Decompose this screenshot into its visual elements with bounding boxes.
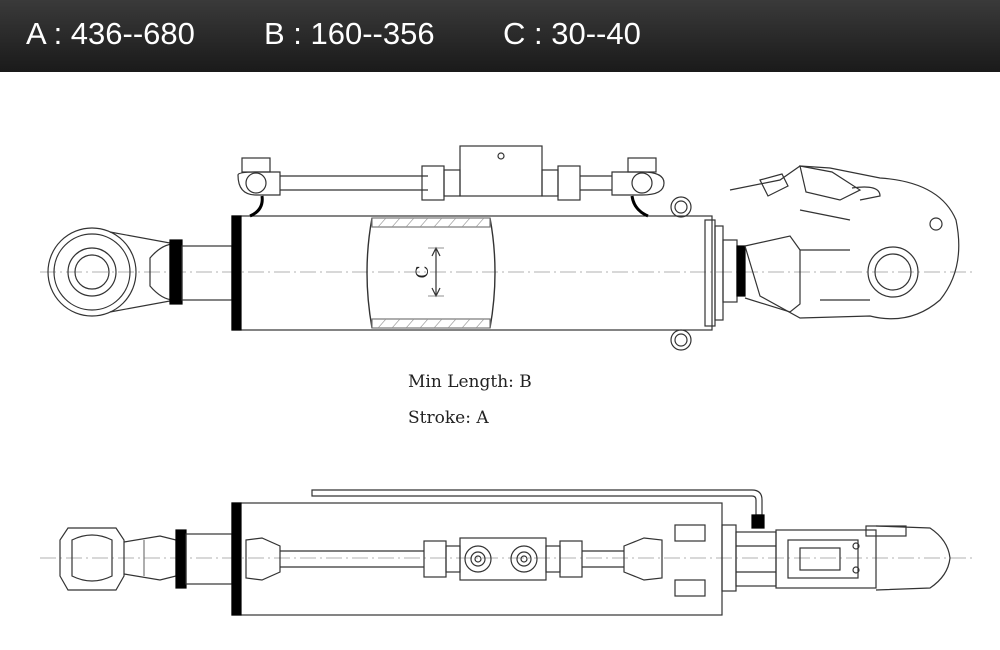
spec-c-range: C : 30--40	[503, 16, 641, 51]
barrel-end-cap-left	[231, 215, 242, 331]
left-ball-end	[59, 527, 177, 591]
dimension-c-label: C	[413, 265, 433, 278]
bottom-end-cap-left	[231, 502, 242, 616]
cutaway-right	[489, 217, 496, 329]
left-seal	[169, 239, 183, 305]
right-seal	[736, 245, 746, 297]
left-eye-end	[47, 227, 175, 317]
bottom-right-hook	[736, 525, 951, 591]
min-length-note: Min Length: B	[408, 372, 532, 392]
right-hook-end	[729, 165, 960, 320]
top-barrel	[231, 215, 713, 331]
spec-b-range: B : 160--356	[264, 16, 435, 51]
spec-header: A : 436--680 B : 160--356 C : 30--40	[0, 0, 1000, 72]
stroke-note: Stroke: A	[408, 408, 489, 428]
cutaway-left	[366, 217, 373, 329]
bottom-left-seal	[175, 529, 187, 589]
top-view: C	[40, 145, 975, 351]
valve-block	[459, 537, 547, 581]
bottom-view	[40, 489, 975, 616]
upper-tie-rod	[237, 145, 692, 351]
spec-a-range: A : 436--680	[26, 16, 195, 51]
bottom-barrel	[231, 502, 723, 616]
left-rod	[181, 245, 233, 301]
